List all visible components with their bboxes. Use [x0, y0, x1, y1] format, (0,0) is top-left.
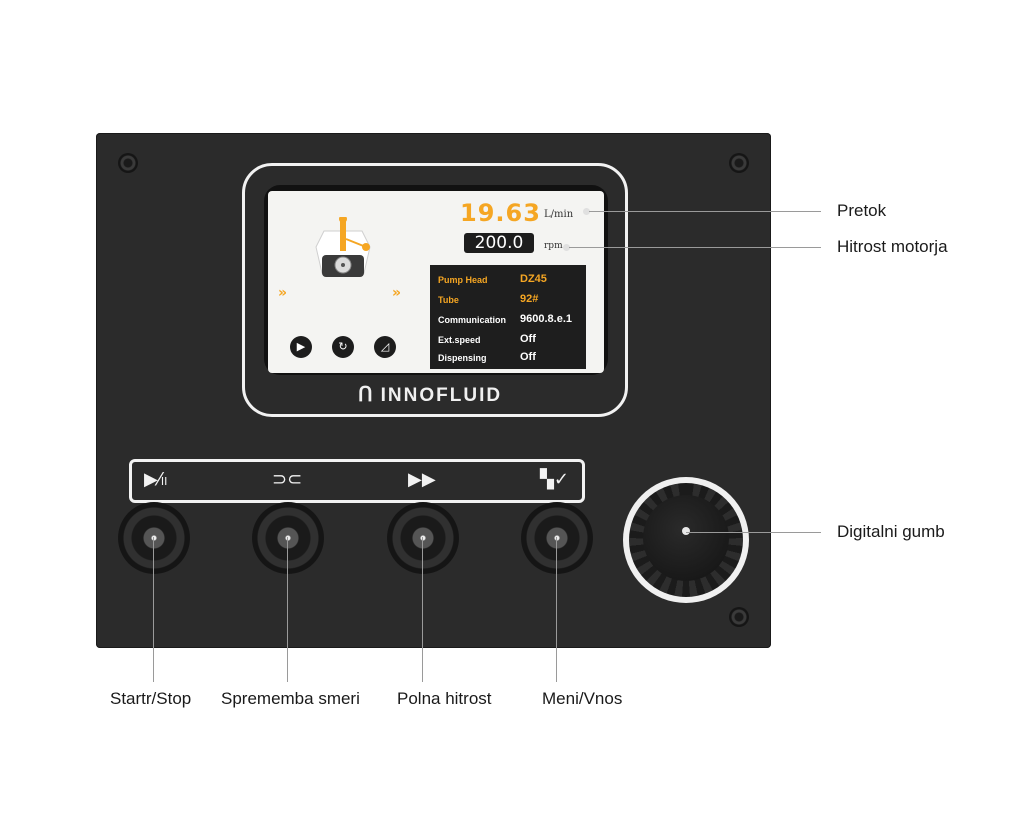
fast-forward-icon: ▶▶ [408, 469, 436, 490]
menu-leader-line [556, 537, 557, 682]
pump-control-panel: » » ▶ ↻ ◿ 19.63 L/min 200.0 rpm Pump Hea… [96, 133, 771, 648]
brand-name: INNOFLUID [380, 385, 503, 406]
screw-top-right [729, 153, 749, 173]
play-icon: ▶ [290, 336, 312, 358]
info-key-ext-speed: Ext.speed [438, 335, 481, 345]
speed-value: 200.0 [464, 233, 534, 253]
flow-arrows-left-icon: » [278, 285, 287, 301]
full-speed-button[interactable] [387, 502, 459, 574]
info-value-communication: 9600.8.e.1 [520, 313, 572, 325]
speed-leader-dot [563, 244, 570, 251]
full-speed-leader-line [422, 537, 423, 682]
info-value-tube: 92# [520, 293, 539, 305]
direction-leader-line [287, 537, 288, 682]
info-value-dispensing: Off [520, 351, 536, 363]
play-pause-icon: ▶⁄II [144, 469, 168, 490]
rotation-icon: ↻ [332, 336, 354, 358]
info-value-ext-speed: Off [520, 333, 536, 345]
knob-indicator [682, 527, 690, 535]
callout-menu: Meni/Vnos [542, 689, 623, 708]
pump-info-panel: Pump Head DZ45 Tube 92# Communication 96… [430, 265, 586, 369]
lcd-screen: » » ▶ ↻ ◿ 19.63 L/min 200.0 rpm Pump Hea… [268, 191, 604, 373]
knob-cap[interactable] [643, 495, 729, 581]
speed-leader-line [569, 247, 821, 248]
direction-change-icon: ⊃⊂ [272, 469, 303, 490]
flow-leader-line [589, 211, 821, 212]
menu-grid-icon: ▚✓ [540, 469, 569, 490]
info-key-tube: Tube [438, 295, 459, 305]
start-stop-button[interactable] [118, 502, 190, 574]
callout-full-speed: Polna hitrost [397, 689, 492, 708]
callout-direction: Sprememba smeri [221, 689, 360, 708]
pump-head-illustration [308, 215, 378, 287]
callout-start-stop: Startr/Stop [110, 689, 192, 708]
flow-unit: L/min [544, 209, 574, 220]
menu-enter-button[interactable] [521, 502, 593, 574]
start-stop-leader-line [153, 537, 154, 682]
screw-bottom-right [729, 607, 749, 627]
knob-leader-line [686, 532, 821, 533]
direction-button[interactable] [252, 502, 324, 574]
button-icon-bar: ▶⁄II ⊃⊂ ▶▶ ▚✓ [129, 459, 585, 503]
info-key-pump-head: Pump Head [438, 275, 488, 285]
info-key-dispensing: Dispensing [438, 353, 487, 363]
speed-unit: rpm [544, 241, 563, 251]
flow-value: 19.63 [460, 199, 541, 227]
screw-top-left [118, 153, 138, 173]
info-value-pump-head: DZ45 [520, 273, 547, 285]
callout-motor-speed: Hitrost motorja [837, 237, 948, 256]
dispense-icon: ◿ [374, 336, 396, 358]
callout-flow: Pretok [837, 201, 887, 220]
flow-arrows-right-icon: » [392, 285, 401, 301]
innofluid-logo-icon: ᑎ [358, 384, 375, 406]
display-bezel [242, 163, 628, 417]
info-key-communication: Communication [438, 315, 507, 325]
callout-knob: Digitalni gumb [837, 522, 945, 541]
flow-leader-dot [583, 208, 590, 215]
